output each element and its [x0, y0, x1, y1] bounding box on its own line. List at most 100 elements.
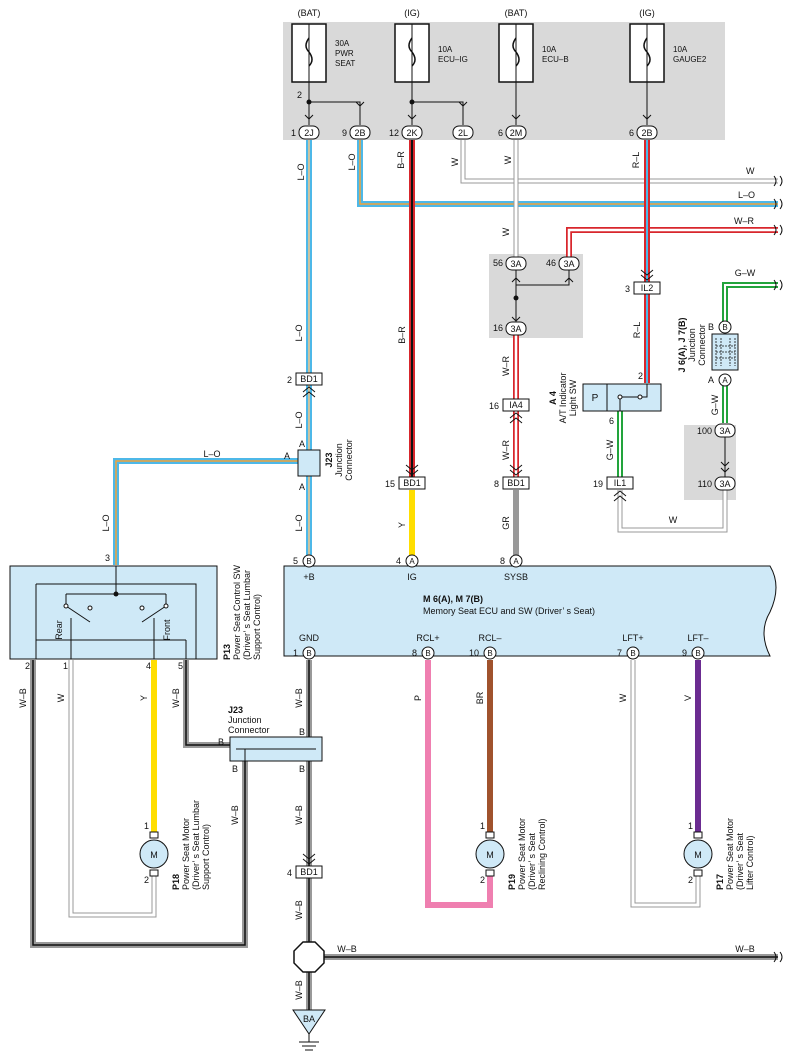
fuse-gauge2: (IG) 10A GAUGE2 — [629, 8, 707, 83]
ecu-pin-rcl-minus: RCL– 10 B — [469, 633, 502, 660]
pin-number: 12 — [389, 128, 399, 138]
pin-letter: A — [722, 376, 728, 385]
component-code: J23 — [324, 452, 334, 467]
ecu-pin-ig: 4 A IG — [396, 554, 419, 582]
wire-label: W–B — [294, 805, 304, 825]
pin-number: 15 — [385, 479, 395, 489]
pin-letter: B — [630, 649, 635, 658]
pin-number: A — [708, 375, 714, 385]
wire-label: Y — [139, 695, 149, 701]
wire-p — [425, 660, 493, 908]
pin-letter: B — [695, 649, 700, 658]
ground-label: BA — [303, 1014, 315, 1024]
connector-il1: 19 IL1 — [593, 476, 634, 502]
pin-label: LFT+ — [622, 633, 643, 643]
fuse-name: GAUGE2 — [673, 55, 707, 64]
pin-letter: A — [513, 557, 519, 566]
wire-label: L–O — [294, 411, 304, 428]
fuse-rating: 10A — [438, 45, 453, 54]
connector-id: IL2 — [641, 283, 654, 293]
connector-bd1-br: 15 BD1 — [385, 464, 426, 490]
wire-label: Y — [397, 522, 407, 528]
pin-number: 2 — [287, 375, 292, 385]
fuse-name: PWR — [335, 49, 354, 58]
pin-letter: B — [299, 727, 305, 737]
fuse-ecu-ig: (IG) 10A ECU–IG — [394, 8, 468, 83]
connector-bd1-gnd: 4 BD1 — [287, 853, 323, 879]
junction-3a: 56 3A 46 3A 16 3A — [493, 256, 580, 336]
component-code: J 6(A), J 7(B) — [677, 317, 687, 372]
connector-ia4: 16 IA4 — [489, 398, 530, 424]
connector-id: 3A — [510, 259, 521, 269]
component-name: Junction — [334, 443, 344, 477]
fuse-name-2: SEAT — [335, 59, 355, 68]
wire-wr-right — [566, 227, 778, 258]
pin-number: 19 — [593, 479, 603, 489]
connector-bd1-lo: 2 BD1 — [287, 372, 323, 398]
junction-j6-j7: B B A A J 6(A), J 7(B) Junction Connecto… — [677, 317, 739, 491]
component-name: Power Seat Motor — [725, 818, 735, 890]
pin-number: 1 — [63, 661, 68, 671]
component-name: Junction — [228, 715, 262, 725]
connector-id: 2M — [510, 128, 523, 138]
component-name: (Driver’ s Seat Lumbar — [242, 570, 252, 660]
pin-number: 8 — [500, 556, 505, 566]
pin-letter: B — [299, 764, 305, 774]
connector-id: BD1 — [300, 374, 318, 384]
connector-id: 2J — [304, 128, 314, 138]
wire-label: L–O — [203, 449, 220, 459]
component-code: J23 — [228, 705, 243, 715]
wire-label: W–B — [294, 980, 304, 1000]
motor-icon: M — [150, 850, 158, 860]
pin-number: 6 — [629, 128, 634, 138]
ecu-pin-rcl-plus: RCL+ 8 B — [412, 633, 440, 660]
connector-id: BD1 — [507, 478, 525, 488]
component-name: Lifter Control) — [745, 835, 755, 890]
wire-label: B–R — [396, 151, 406, 169]
connector-id: IA4 — [509, 400, 523, 410]
wire-wb-sw5 — [183, 660, 230, 748]
fuse-icon — [643, 37, 651, 67]
connector-2j: 1 2J L–O — [291, 125, 320, 181]
component-name: Connector — [228, 725, 270, 735]
component-code: P18 — [171, 874, 181, 890]
fuse-source: (BAT) — [505, 8, 528, 18]
wire-label: W — [503, 155, 513, 164]
component-name: Junction — [687, 328, 697, 362]
fuse-icon — [512, 37, 520, 67]
wire-label: L–O — [347, 153, 357, 170]
pin-letter: B — [232, 764, 238, 774]
pin-number: 3 — [105, 553, 110, 563]
connector-id: IL1 — [614, 478, 627, 488]
connector-il2: 3 IL2 — [625, 269, 661, 295]
pin-number: 4 — [287, 868, 292, 878]
wire-label: W–B — [294, 688, 304, 708]
pin-number: 1 — [688, 821, 693, 831]
component-name: (Driver’ s Seat — [527, 832, 537, 890]
pin-number: B — [708, 322, 714, 332]
ecu-pin-sysb: 8 A SYSB — [500, 554, 528, 582]
pin-number: 2 — [688, 875, 693, 885]
pin-number: 16 — [493, 323, 503, 333]
pin-number: 8 — [412, 648, 417, 658]
connector-2k: 12 2K B–R — [389, 125, 423, 169]
wire-label: W–B — [171, 688, 181, 708]
connector-id: 2B — [354, 128, 365, 138]
wire-label: B–R — [397, 326, 407, 344]
fuse-pwr-seat: (BAT) 30A PWR SEAT — [291, 8, 355, 83]
connector-id: 2L — [458, 128, 468, 138]
pin-number: 3 — [625, 284, 630, 294]
wire-label: P — [413, 695, 423, 701]
wire-label: W–B — [294, 900, 304, 920]
pin-letter: B — [425, 649, 430, 658]
pin-number: 6 — [498, 128, 503, 138]
fuse-ecu-b: (BAT) 10A ECU–B — [498, 8, 569, 83]
wire-label: W–B — [230, 805, 240, 825]
ground-splice — [293, 941, 325, 973]
pin-number: 56 — [493, 258, 503, 268]
wire-label: G–W — [710, 394, 720, 415]
pin-letter: A — [299, 439, 305, 449]
fuse-icon — [408, 37, 416, 67]
pin-number: 2 — [144, 875, 149, 885]
pin-letter: A — [409, 557, 415, 566]
